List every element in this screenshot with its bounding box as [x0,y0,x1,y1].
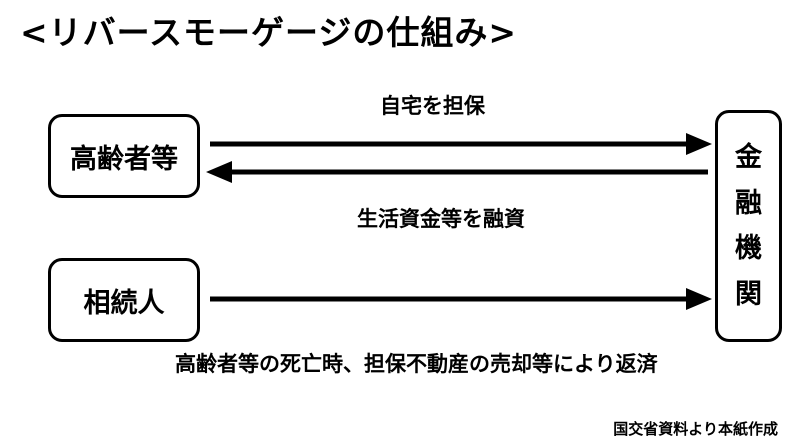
bank-char-4: 関 [735,279,762,311]
elderly-label: 高齢者等 [70,143,178,175]
source-note: 国交省資料より本紙作成 [613,420,778,438]
repayment-arrow [210,288,712,310]
heir-node: 相続人 [48,258,200,342]
financial-institution-node: 金 融 機 関 [715,110,782,342]
repayment-label: 高齢者等の死亡時、担保不動産の売却等により返済 [175,352,658,376]
diagram-title: <リバースモーゲージの仕組み> [20,13,517,52]
bank-char-1: 金 [735,141,762,173]
elderly-node: 高齢者等 [48,114,200,198]
bank-char-2: 融 [735,187,762,219]
collateral-label: 自宅を担保 [380,94,485,118]
collateral-arrow [210,133,712,155]
loan-arrow [206,161,708,183]
bank-char-3: 機 [735,233,762,265]
heir-label: 相続人 [83,287,165,319]
loan-label: 生活資金等を融資 [357,207,525,231]
